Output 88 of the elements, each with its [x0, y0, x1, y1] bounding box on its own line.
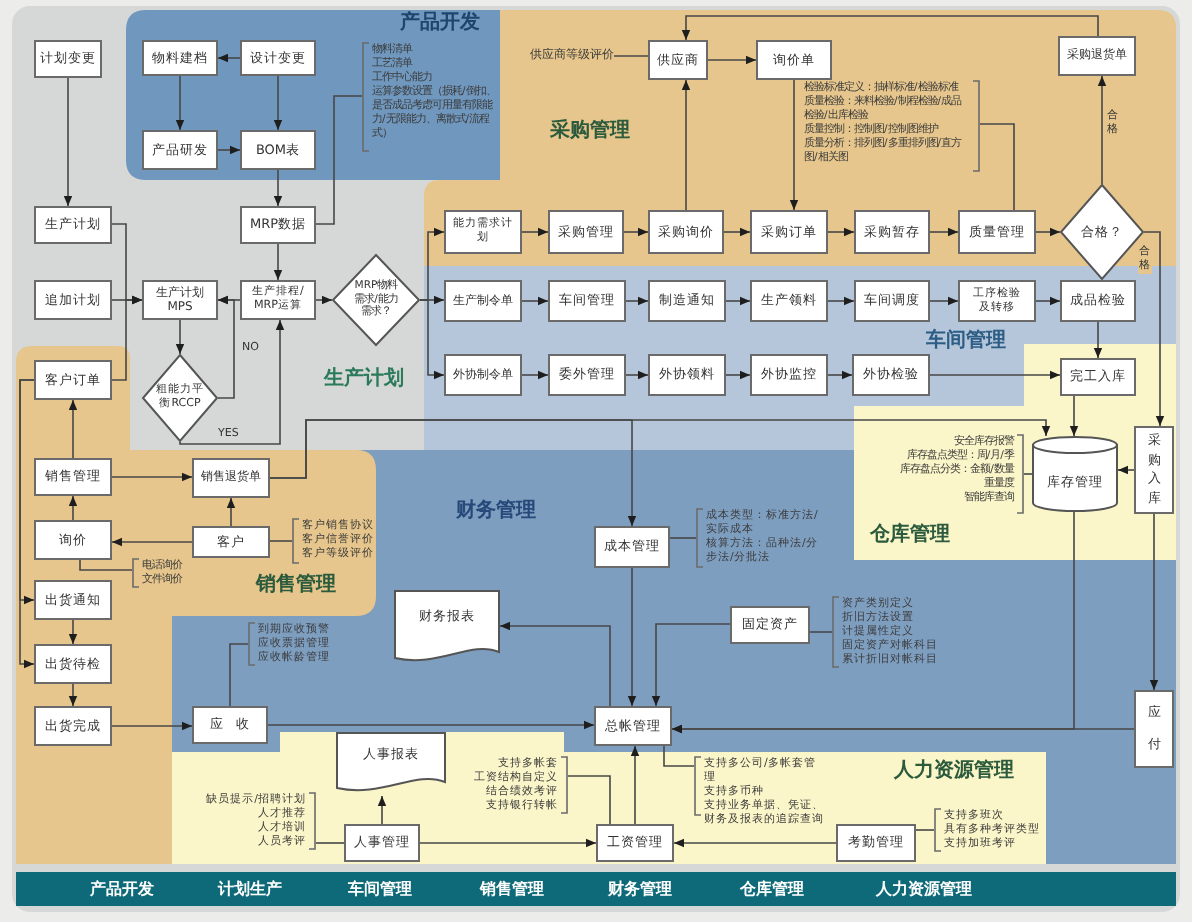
arrow [217, 53, 241, 63]
arrow [627, 567, 637, 707]
band-label: 仓库管理 [740, 881, 804, 897]
arrow [929, 227, 959, 237]
section-title: 车间管理 [926, 332, 1006, 352]
connector-line [663, 745, 695, 767]
footer-band [16, 872, 1176, 906]
arrow [273, 243, 283, 281]
arrow [625, 296, 649, 306]
arrow [929, 370, 1061, 380]
arrow [725, 370, 751, 380]
arrow [1143, 231, 1165, 427]
connector-line [315, 842, 345, 844]
arrow [929, 296, 959, 306]
connector-line [669, 537, 697, 539]
arrow [521, 370, 549, 380]
arrow [1097, 75, 1107, 185]
arrow [827, 370, 853, 380]
section-title: 财务管理 [456, 502, 536, 522]
arrow [827, 296, 855, 306]
connector-line [915, 829, 935, 831]
arrow [681, 15, 1099, 41]
arrow [827, 227, 855, 237]
arrow [273, 75, 283, 131]
arrow [111, 295, 143, 381]
arrow [623, 227, 649, 237]
arrow [419, 299, 445, 380]
arrow [111, 537, 193, 547]
arrow [521, 227, 549, 237]
arrow [419, 838, 597, 848]
connector-line [79, 559, 133, 571]
arrow [1093, 321, 1103, 359]
arrow [1149, 513, 1159, 691]
arrow [499, 621, 611, 707]
arrow [217, 295, 235, 399]
connector-line [1023, 473, 1033, 475]
band-label: 计划生产 [218, 881, 282, 897]
band-label: 产品开发 [90, 881, 154, 897]
arrow [175, 75, 185, 131]
arrow [707, 55, 757, 65]
arrow [68, 619, 78, 645]
arrow [273, 169, 283, 207]
arrow [226, 497, 236, 527]
arrow [630, 745, 640, 825]
section-title: 人力资源管理 [894, 762, 1014, 782]
band-label: 人力资源管理 [876, 881, 972, 897]
arrow [625, 370, 649, 380]
arrow [63, 77, 73, 207]
arrow [651, 623, 731, 707]
arrow [68, 399, 78, 459]
arrow [111, 472, 193, 482]
arrow [19, 379, 35, 669]
arrow [723, 227, 751, 237]
arrow [111, 721, 193, 731]
section-title: 采购管理 [550, 122, 630, 142]
band-label: 销售管理 [480, 881, 544, 897]
connector-line [229, 643, 249, 707]
arrow [673, 838, 837, 848]
arrow [671, 511, 1075, 734]
connector-line [567, 775, 611, 825]
arrow [1035, 227, 1061, 237]
connector-line [979, 123, 1015, 211]
arrow [521, 296, 549, 306]
arrow [315, 295, 333, 305]
arrow [377, 795, 387, 825]
arrow [179, 319, 285, 445]
arrow [267, 720, 595, 730]
arrow [269, 419, 1051, 479]
arrow [725, 296, 751, 306]
section-title: 仓库管理 [870, 526, 950, 546]
section-title: 产品开发 [400, 14, 480, 34]
section-title: 销售管理 [256, 576, 336, 596]
arrow [1117, 465, 1135, 475]
arrow [789, 79, 799, 211]
connector-line [315, 95, 363, 225]
arrow [68, 495, 78, 521]
connector-line [809, 631, 833, 633]
section-title: 生产计划 [324, 370, 404, 390]
arrow [681, 79, 691, 211]
arrow [1069, 395, 1079, 437]
arrow [175, 319, 185, 355]
arrow [68, 683, 78, 707]
connector-line [269, 540, 293, 542]
arrow [1035, 296, 1061, 306]
connector-line [613, 55, 649, 57]
band-label: 财务管理 [608, 881, 672, 897]
band-label: 车间管理 [348, 881, 412, 897]
arrow [217, 145, 241, 155]
